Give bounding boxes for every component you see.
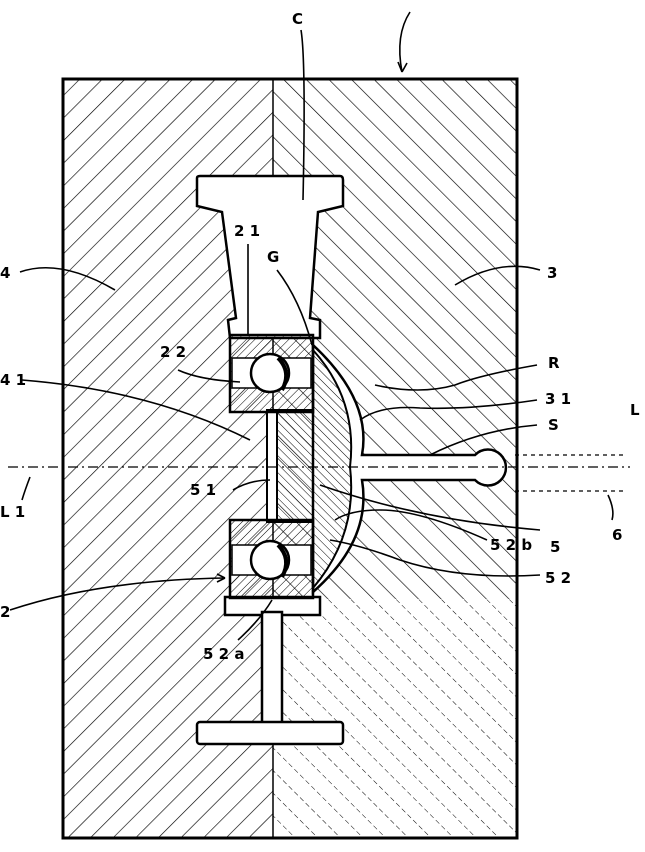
label-22: 2 2	[160, 343, 186, 361]
bearing-upper	[230, 335, 313, 412]
label-52b: 5 2 b	[490, 536, 532, 554]
label-6: 6	[612, 526, 622, 544]
bearing-lower	[230, 520, 313, 598]
label-s: S	[548, 416, 559, 434]
label-5: 5	[550, 538, 560, 556]
label-2: 2	[0, 603, 10, 621]
label-4: 4	[0, 264, 10, 282]
label-l: L	[630, 401, 640, 419]
label-21: 2 1	[234, 222, 260, 240]
label-3: 3	[547, 264, 557, 282]
mold-half-3-lower	[273, 599, 517, 838]
label-52: 5 2	[545, 569, 571, 587]
label-41: 4 1	[0, 371, 26, 389]
label-r: R	[548, 354, 560, 372]
label-c: C	[292, 10, 303, 28]
label-g: G	[267, 248, 279, 266]
label-51: 5 1	[190, 481, 216, 499]
label-52a: 5 2 a	[203, 645, 244, 663]
label-l1: L 1	[0, 503, 25, 521]
shaft-41	[267, 410, 277, 522]
label-31: 3 1	[545, 390, 571, 408]
